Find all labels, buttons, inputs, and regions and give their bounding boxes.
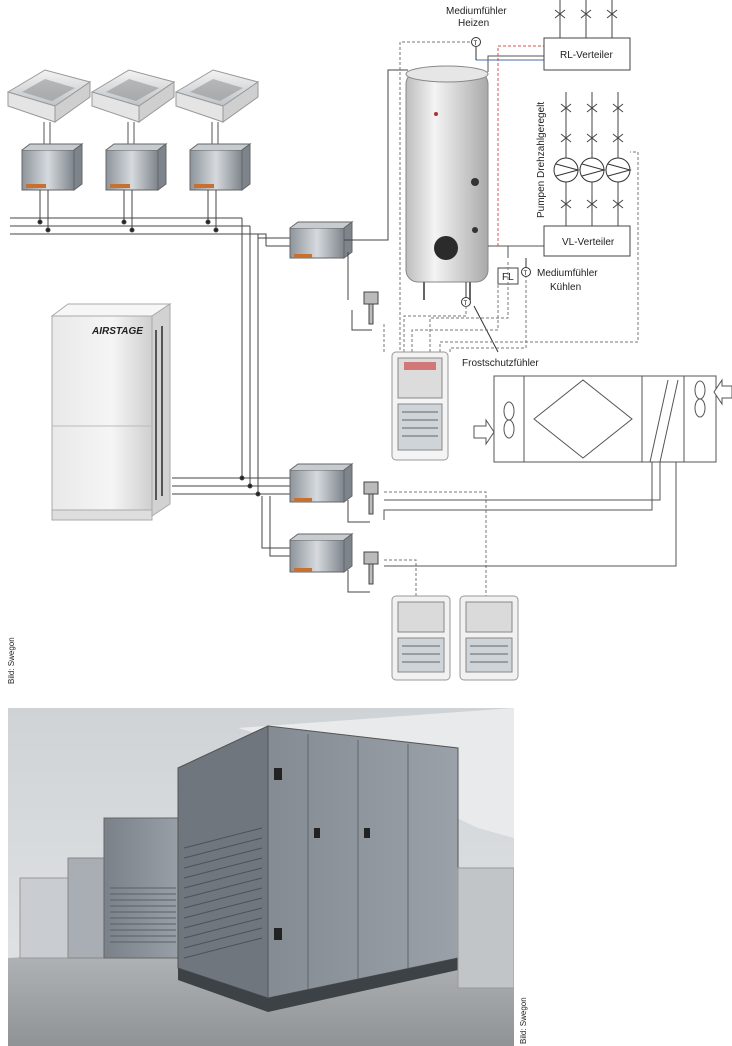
outdoor-unit: AIRSTAGE xyxy=(50,303,172,521)
valve-box-2 xyxy=(105,143,168,191)
valve-box-1 xyxy=(21,143,84,191)
storage-tank xyxy=(405,65,489,300)
sensor-cooling-label-line1: Mediumfühler xyxy=(537,268,598,279)
temperature-sensor-heating: T xyxy=(471,37,481,60)
ceiling-cassette-1 xyxy=(6,69,92,123)
rooftop-photo xyxy=(8,708,514,1046)
supply-fan-icon xyxy=(503,401,515,439)
control-cabinet-main xyxy=(391,351,449,461)
valve-box-3 xyxy=(189,143,252,191)
ahu-unit-main xyxy=(177,725,459,1012)
flow-switch: FL xyxy=(497,267,519,285)
return-distributor: RL-Verteiler xyxy=(543,37,631,71)
air-exhaust-arrow xyxy=(713,378,732,406)
svg-text:T: T xyxy=(464,301,468,307)
temperature-sensor-cooling: T xyxy=(521,258,531,277)
refrigerant-piping xyxy=(10,190,290,557)
air-intake-arrow xyxy=(473,418,495,446)
sensor-cooling-label-line2: Kühlen xyxy=(550,282,581,293)
flow-distributor-label: VL-Verteiler xyxy=(562,237,615,248)
diagram-credit: Bild: Swegon xyxy=(7,637,16,684)
ahu-unit-far xyxy=(103,817,185,959)
flow-distributor: VL-Verteiler xyxy=(543,225,631,257)
sensor-heating-label-line2: Heizen xyxy=(458,18,489,29)
valve-box-ahu-2 xyxy=(289,533,354,573)
expansion-valve-2 xyxy=(347,481,379,523)
return-valves xyxy=(554,0,618,38)
outdoor-unit-brand: AIRSTAGE xyxy=(91,326,143,337)
control-cabinet-2 xyxy=(391,595,451,681)
photo-credit: Bild: Swegon xyxy=(519,997,528,1044)
pumps-label: Pumpen Drehzahlgeregelt xyxy=(536,102,547,218)
frost-sensor-label: Frostschutzfühler xyxy=(462,358,539,369)
rooftop-photo-illustration xyxy=(8,708,514,1046)
ceiling-cassette-3 xyxy=(174,69,260,123)
svg-text:T: T xyxy=(524,271,528,277)
circulation-pump-2 xyxy=(579,157,606,183)
expansion-valve-1 xyxy=(351,291,379,331)
expansion-valve-3 xyxy=(347,551,379,593)
svg-text:T: T xyxy=(474,41,478,47)
control-cabinet-3 xyxy=(459,595,519,681)
return-distributor-label: RL-Verteiler xyxy=(560,50,613,61)
valve-box-tank xyxy=(289,221,354,259)
circulation-pump-1 xyxy=(553,157,580,183)
air-handling-unit xyxy=(473,375,732,463)
control-wiring xyxy=(383,41,639,596)
frost-protection-sensor: T xyxy=(461,282,499,353)
photo-credit-wrapper: Bild: Swegon xyxy=(519,997,528,1044)
hvac-system-diagram: AIRSTAGE T Mediumfühler Heize xyxy=(6,0,732,684)
valve-box-ahu-1 xyxy=(289,463,354,503)
sensor-heating-label-line1: Mediumfühler xyxy=(446,6,507,17)
ceiling-cassette-2 xyxy=(90,69,176,123)
exhaust-fan-icon xyxy=(694,380,706,418)
circulation-pump-3 xyxy=(605,157,632,183)
